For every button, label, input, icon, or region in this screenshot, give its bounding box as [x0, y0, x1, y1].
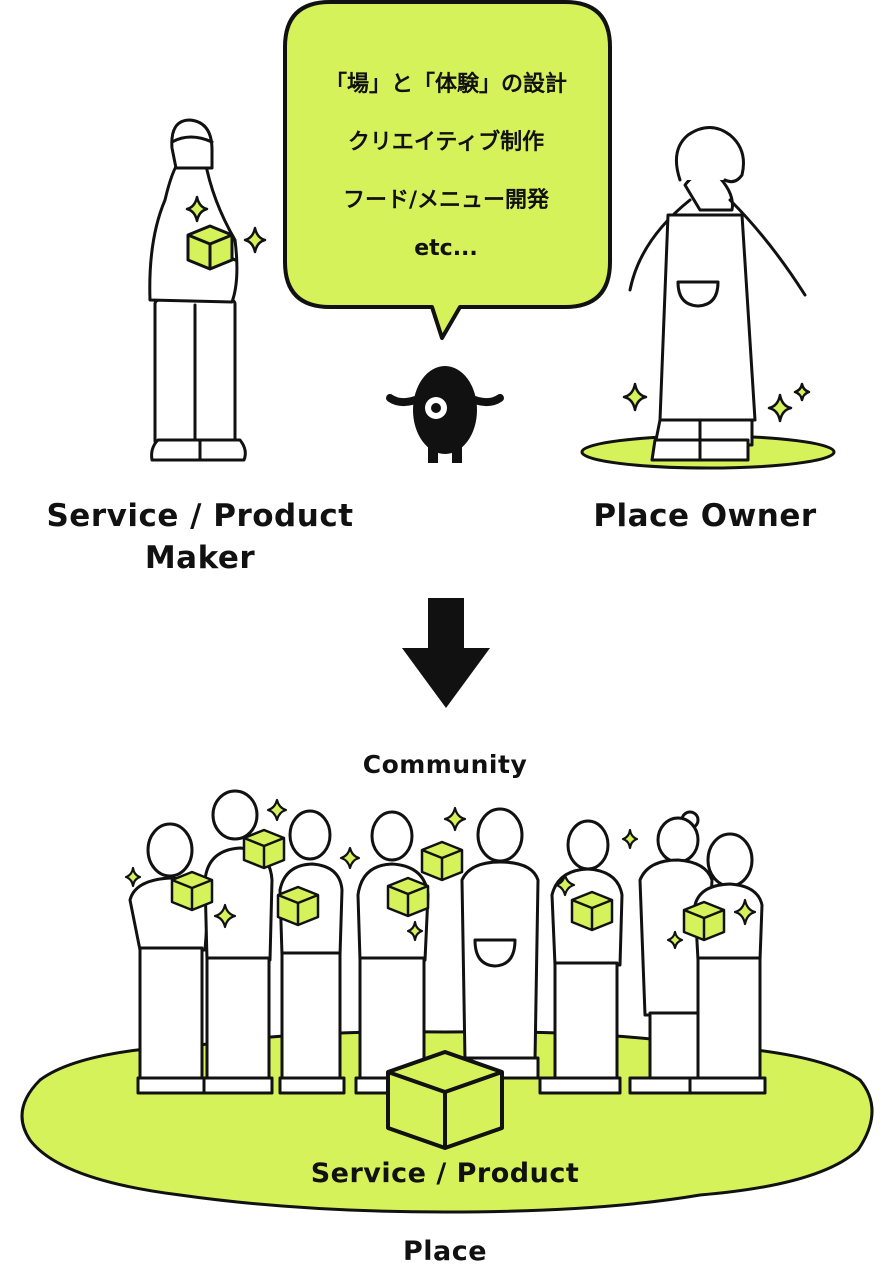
community-person [356, 812, 428, 1093]
maker-label-line1: Service / Product [20, 498, 380, 534]
maker-figure [150, 120, 246, 460]
cube-box-icon [172, 872, 212, 910]
cube-box-icon [388, 878, 428, 916]
cube-box-icon [684, 902, 724, 940]
speech-bubble [285, 2, 610, 338]
bubble-line-3: フード/メニュー開発 [290, 182, 602, 214]
place-label: Place [360, 1236, 530, 1267]
bubble-line-4: etc... [290, 236, 602, 261]
cube-box-icon [278, 887, 318, 925]
cube-box-icon [422, 842, 462, 880]
cube-box-icon [572, 892, 612, 930]
community-person [462, 809, 538, 1078]
community-person [280, 811, 344, 1093]
owner-label: Place Owner [570, 498, 840, 534]
mascot-icon [390, 366, 500, 463]
bubble-line-2: クリエイティブ制作 [290, 124, 602, 156]
maker-label-line2: Maker [20, 540, 380, 576]
product-label: Service / Product [280, 1158, 610, 1189]
community-person [130, 824, 208, 1093]
arrow-down-icon [402, 598, 490, 708]
cube-box-icon [244, 830, 284, 868]
bubble-line-1: 「場」と「体験」の設計 [290, 66, 602, 98]
community-label: Community [330, 750, 560, 779]
product-box-icon [388, 1052, 502, 1148]
maker-box-icon [188, 226, 232, 269]
